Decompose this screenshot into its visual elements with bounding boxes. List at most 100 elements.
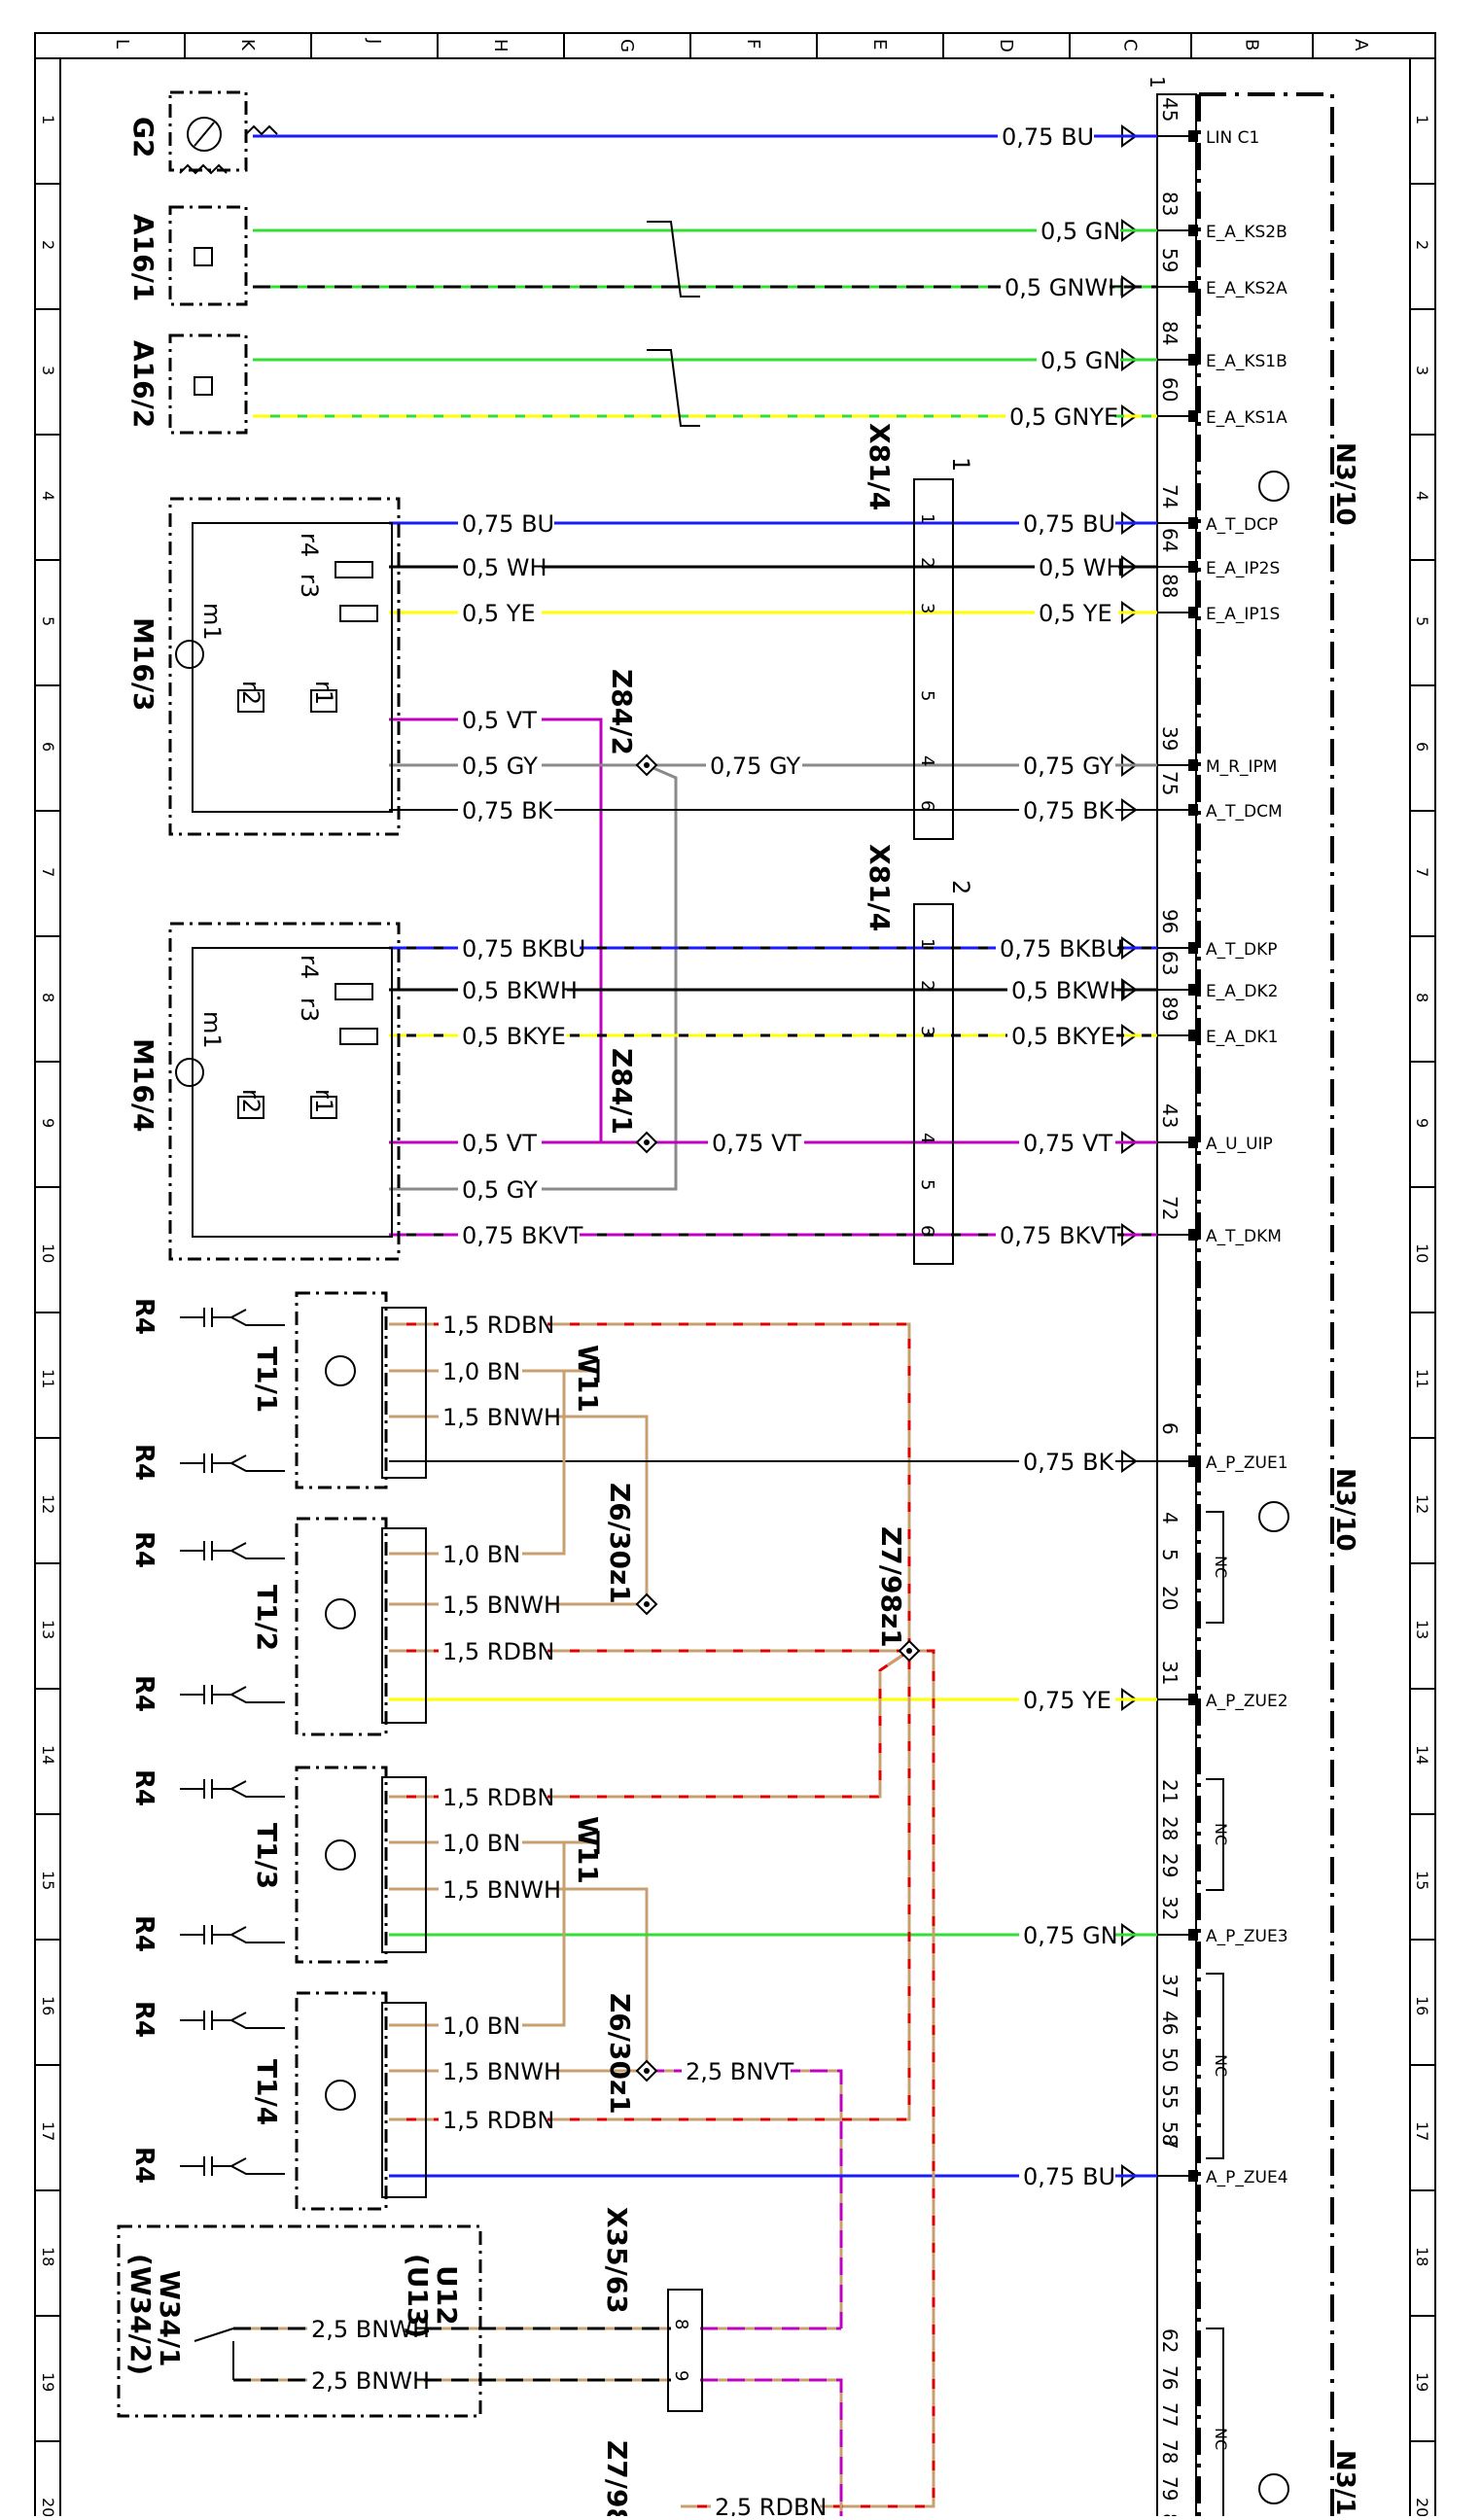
- wire-label: 0,5 GNYE: [1009, 403, 1118, 431]
- ecu-pin-name: E_A_DK1: [1206, 1028, 1278, 1047]
- wire-label: 0,75 GY: [1023, 752, 1113, 780]
- wire-label-bg: [1019, 1448, 1115, 1475]
- wire-label-bg: [458, 509, 554, 537]
- ecu-pin-contact: [1188, 561, 1198, 573]
- ecu-pin-name: A_P_ZUE1: [1206, 1453, 1288, 1473]
- wire-label: 2,5 RDBN: [715, 2494, 827, 2516]
- wire-label-bg: [1019, 796, 1115, 823]
- wire-label: 0,75 BK: [1023, 797, 1115, 824]
- spark-plug-label: R4: [129, 1298, 159, 1335]
- r4-resistor-label: r4: [296, 533, 323, 557]
- row-number: 8: [39, 993, 57, 1002]
- splice-nodes: [596, 753, 921, 2082]
- nc-label: NC: [1212, 2054, 1230, 2077]
- spark-plug-label: R4: [129, 1531, 159, 1568]
- wire-label: 0,75 BKVT: [1000, 1222, 1121, 1249]
- connector-pin: 6: [917, 1225, 937, 1236]
- splice-node-center: [644, 762, 650, 768]
- row-number: 15: [1413, 1871, 1431, 1890]
- wire-label-bg: [458, 706, 542, 733]
- wire-label-bg: [1019, 1921, 1115, 1948]
- column-letter: L: [112, 39, 132, 49]
- m1-label: m1: [198, 603, 226, 641]
- wire-label-bg: [1037, 217, 1120, 244]
- wire-label: 0,5 VT: [462, 1130, 537, 1157]
- wire-label: 0,75 BKBU: [462, 935, 585, 962]
- row-number: 9: [1413, 1118, 1431, 1128]
- connector-pin: 5: [917, 1179, 937, 1190]
- z7-98z-label: Z7/98z: [601, 2440, 633, 2516]
- column-letter: A: [1351, 39, 1371, 52]
- ecu-pin-number: 60: [1158, 377, 1181, 402]
- spark-plug-icon: [180, 1308, 285, 1327]
- connector-pin: 9: [671, 2370, 691, 2381]
- row-number: 10: [39, 1243, 57, 1263]
- row-number: 2: [1413, 240, 1431, 250]
- nc-pin-number: 46: [1158, 2011, 1181, 2035]
- ecu-pin-number: 63: [1158, 951, 1181, 975]
- spark-plug-icon: [180, 2011, 285, 2030]
- spark-plug-icon: [180, 1453, 285, 1473]
- connector-pin: 4: [917, 755, 937, 766]
- wire-label-bg: [458, 1022, 567, 1049]
- row-number: 18: [39, 2247, 57, 2266]
- x81-top-pin: 1: [947, 457, 974, 472]
- wire-label: 0,75 BKBU: [1000, 935, 1123, 962]
- wire-label: 0,75 GY: [710, 752, 800, 780]
- row-number: 4: [39, 491, 57, 501]
- ecu-pin-name: E_A_KS2B: [1206, 223, 1287, 242]
- spark-plug-icon: [180, 2156, 285, 2176]
- ecu-pin-name: A_P_ZUE3: [1206, 1927, 1288, 1946]
- wire-label: 1,0 BN: [442, 1541, 520, 1568]
- wire-label-bg: [711, 2493, 820, 2520]
- spark-plug-icon: [180, 1925, 285, 1944]
- wire-label-bg: [439, 1875, 547, 1903]
- coil-transistor-icon: [325, 1598, 356, 1629]
- t1-1-box: [295, 1291, 388, 1489]
- u12-label: U12: [431, 2265, 463, 2326]
- wire-label-bg: [458, 553, 542, 580]
- wire-label: 0,75 VT: [1023, 1130, 1112, 1157]
- row-number: 13: [1413, 1620, 1431, 1639]
- x81-top-pin: 2: [947, 880, 974, 894]
- ecu-pin-name: A_U_UIP: [1206, 1135, 1273, 1154]
- wire-label-bg: [439, 1591, 547, 1618]
- row-number: 20: [39, 2498, 57, 2516]
- ecu-pin-contact: [1188, 354, 1198, 366]
- ecu-pin-contact: [1188, 804, 1198, 816]
- m16-3-label: M16/3: [127, 617, 159, 712]
- nc-label: NC: [1212, 1556, 1230, 1578]
- wire-label: 0,75 BU: [1023, 510, 1115, 538]
- wire-stripe: [700, 2378, 843, 2516]
- connector-pin: 2: [917, 557, 937, 568]
- nc-pin-number: 21: [1158, 1779, 1181, 1803]
- wire-label-bg: [1037, 346, 1120, 373]
- transistor-symbols: [325, 471, 1289, 2504]
- ecu-pin-contact: [1188, 410, 1198, 422]
- ecu-pin-name: M_R_IPM: [1206, 757, 1277, 777]
- z7-98z1-label: Z7/98z1: [875, 1526, 907, 1648]
- ecu-label: N3/10: [1330, 1468, 1359, 1552]
- connector-pin: 6: [917, 800, 937, 811]
- ecu-transistor-icon: [1258, 471, 1289, 502]
- row-number: 9: [39, 1118, 57, 1128]
- wire-label: 0,5 BKWH: [462, 977, 578, 1004]
- row-number: 4: [1413, 491, 1431, 501]
- splice-node-center: [644, 1139, 650, 1145]
- wire-label-bg: [439, 1403, 547, 1430]
- wire-label: 0,75 BU: [462, 510, 554, 538]
- nc-pin-number: 50: [1158, 2048, 1181, 2072]
- wire-label-bg: [1035, 553, 1118, 580]
- ecu-pin-contact: [1188, 1030, 1198, 1041]
- row-number: 13: [39, 1620, 57, 1639]
- shield-line: [647, 349, 700, 427]
- wire-label: 1,5 RDBN: [442, 1784, 554, 1811]
- row-number: 17: [39, 2121, 57, 2141]
- wire-label-bg: [458, 934, 580, 962]
- r3-resistor-label: r3: [296, 574, 323, 598]
- nc-pin-number: 79: [1158, 2476, 1181, 2501]
- nc-pin-number: 55: [1158, 2084, 1181, 2109]
- wire-label-bg: [1019, 752, 1115, 779]
- r1-resistor-label: r1: [310, 681, 337, 705]
